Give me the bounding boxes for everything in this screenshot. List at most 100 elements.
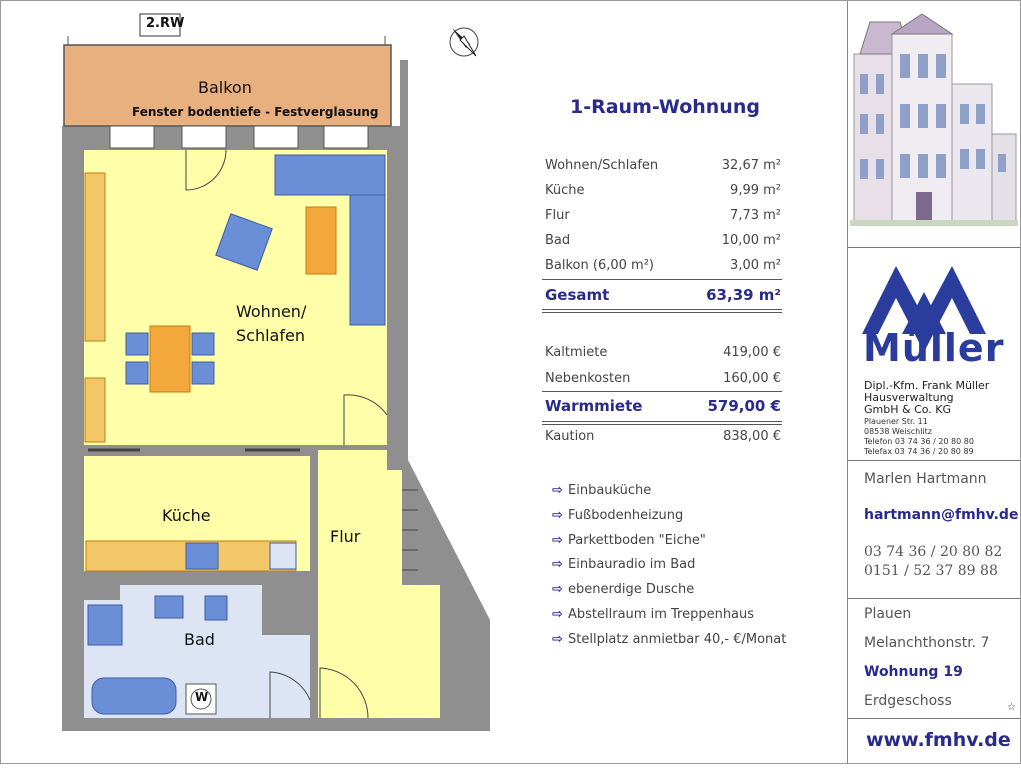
total-value: 63,39 m² [706, 286, 781, 304]
washer-symbol: W [195, 690, 209, 704]
area-row: Balkon (6,00 m²) 3,00 m² [545, 258, 781, 273]
contact-email[interactable]: hartmann@fmhv.de [864, 507, 1019, 523]
company-address: 08538 Weischlitz [864, 427, 932, 436]
compass-icon [449, 27, 479, 57]
orientation-label: 2.RW [146, 16, 185, 31]
hall-area [318, 450, 440, 718]
divider [542, 309, 782, 310]
contact-phone[interactable]: 03 74 36 / 20 80 82 [864, 544, 1003, 560]
divider [542, 424, 782, 425]
contact-name: Marlen Hartmann [864, 471, 987, 487]
feature-item: ⇨Fußbodenheizung [552, 508, 684, 523]
feature-item: ⇨Einbauradio im Bad [552, 557, 696, 572]
area-value: 7,73 m² [730, 208, 781, 223]
area-label: Flur [545, 208, 570, 223]
stove [185, 542, 219, 570]
contact-mobile[interactable]: 0151 / 52 37 89 88 [864, 563, 998, 579]
divider [542, 391, 782, 392]
area-value: 10,00 m² [721, 233, 781, 248]
company-address: Telefon 03 74 36 / 20 80 80 [864, 437, 974, 446]
cost-row: Nebenkosten 160,00 € [545, 371, 781, 386]
company-line: GmbH & Co. KG [864, 403, 952, 416]
company-sidebar [847, 0, 1021, 764]
star-icon: ☆ [1007, 702, 1016, 713]
divider [542, 421, 782, 422]
area-value: 3,00 m² [730, 258, 781, 273]
warm-rent-value: 579,00 € [707, 397, 781, 415]
company-line: Hausverwaltung [864, 391, 954, 404]
bath-inner-door [269, 671, 311, 718]
windows [109, 125, 369, 149]
deposit-label: Kaution [545, 429, 595, 444]
wall-shelf [84, 172, 106, 443]
cost-label: Nebenkosten [545, 371, 631, 386]
cost-row: Kaltmiete 419,00 € [545, 345, 781, 360]
area-label: Küche [545, 183, 585, 198]
arrow-right-icon: ⇨ [552, 483, 563, 498]
area-label: Wohnen/Schlafen [545, 158, 659, 173]
area-row: Wohnen/Schlafen 32,67 m² [545, 158, 781, 173]
location-unit: Wohnung 19 [864, 664, 963, 680]
armchair [215, 213, 273, 271]
company-address: Plauener Str. 11 [864, 417, 928, 426]
sofa [274, 154, 386, 326]
balcony-sublabel: Fenster bodentiefe - Festverglasung [132, 105, 379, 119]
arrow-right-icon: ⇨ [552, 508, 563, 523]
bath-label: Bad [184, 630, 215, 649]
hall-door [343, 394, 388, 445]
dining-table [149, 325, 191, 393]
area-value: 32,67 m² [721, 158, 781, 173]
warm-rent-label: Warmmiete [545, 397, 643, 415]
arrow-right-icon: ⇨ [552, 557, 563, 572]
divider [848, 718, 1021, 719]
company-address: Telefax 03 74 36 / 20 80 89 [864, 447, 974, 456]
toilet [204, 595, 228, 621]
balcony-area [63, 44, 392, 127]
location-street: Melanchthonstr. 7 [864, 635, 990, 651]
shower [87, 604, 123, 646]
area-row: Küche 9,99 m² [545, 183, 781, 198]
page-title: 1-Raum-Wohnung [570, 96, 760, 118]
cost-label: Kaltmiete [545, 345, 608, 360]
kitchen-label: Küche [162, 506, 211, 525]
hall-marks [402, 489, 418, 571]
cost-value: 160,00 € [723, 371, 781, 386]
dining-chairs [125, 332, 215, 385]
feature-item: ⇨Abstellraum im Treppenhaus [552, 607, 755, 622]
deposit-value: 838,00 € [723, 429, 781, 444]
coffee-table [305, 206, 337, 275]
sink [269, 542, 297, 570]
living-room-area [84, 150, 387, 445]
location-city: Plauen [864, 606, 912, 622]
cost-value: 419,00 € [723, 345, 781, 360]
divider [848, 247, 1021, 248]
divider [542, 312, 782, 313]
area-label: Balkon (6,00 m²) [545, 258, 654, 273]
floor-plan: 2.RW Balkon Fenster bodentiefe - Festver… [62, 13, 490, 731]
arrow-right-icon: ⇨ [552, 582, 563, 597]
website-link[interactable]: www.fmhv.de [866, 729, 1011, 751]
orientation-box [139, 13, 181, 37]
logo-text: Müller [863, 326, 1005, 370]
total-label: Gesamt [545, 286, 610, 304]
area-row: Bad 10,00 m² [545, 233, 781, 248]
company-line: Dipl.-Kfm. Frank Müller [864, 379, 990, 392]
feature-item: ⇨Stellplatz anmietbar 40,- €/Monat [552, 632, 787, 647]
arrow-right-icon: ⇨ [552, 632, 563, 647]
total-row: Gesamt 63,39 m² [545, 286, 781, 304]
balcony-door [185, 149, 227, 191]
company-logo [862, 266, 986, 352]
arrow-right-icon: ⇨ [552, 533, 563, 548]
building-illustration [850, 14, 1018, 226]
feature-item: ⇨ebenerdige Dusche [552, 582, 695, 597]
area-row: Flur 7,73 m² [545, 208, 781, 223]
warm-rent-row: Warmmiete 579,00 € [545, 397, 781, 415]
balcony-label: Balkon [198, 78, 252, 97]
feature-item: ⇨Einbauküche [552, 483, 652, 498]
bathtub [91, 677, 177, 715]
bath-door [319, 667, 369, 719]
divider [848, 598, 1021, 599]
floor-plan-drawing [62, 13, 490, 731]
feature-item: ⇨Parkettboden "Eiche" [552, 533, 706, 548]
divider [848, 460, 1021, 461]
